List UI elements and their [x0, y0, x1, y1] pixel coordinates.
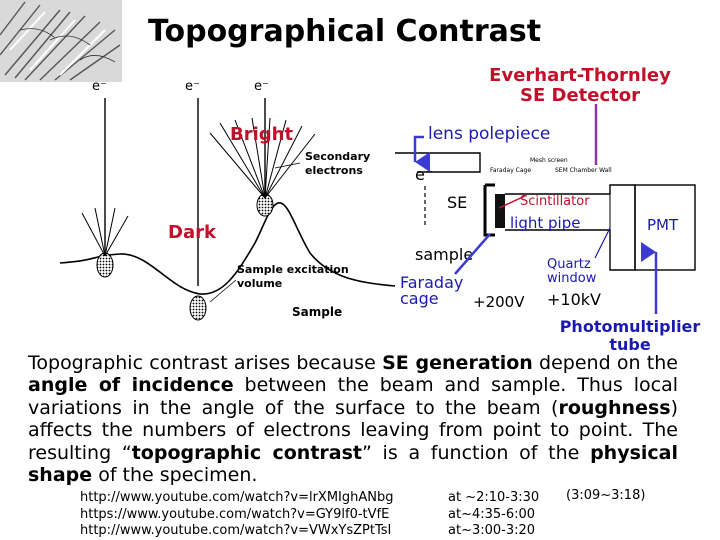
photomultiplier-line2: tube: [609, 335, 651, 354]
quartz-pointer: [594, 227, 611, 259]
mesh-screen-label: Mesh screen: [530, 157, 568, 164]
pmt-label: PMT: [647, 216, 679, 234]
detector-name: Everhart-Thornley SE Detector: [460, 66, 700, 106]
light-pipe-label: light pipe: [510, 214, 580, 232]
quartz-window-line1: Quartz: [547, 257, 591, 272]
detector-name-line2: SE Detector: [519, 85, 640, 106]
paragraph-text-2: depend on the: [532, 352, 678, 374]
video-link-2[interactable]: https://www.youtube.com/watch?v=GY9lf0-t…: [80, 507, 390, 522]
polepiece-outline: [395, 152, 481, 173]
video-time-2: at~4:35-6:00: [448, 507, 536, 522]
scintillator-label: Scintillator: [520, 194, 590, 209]
video-time-1: at ~2:10-3:30: [448, 490, 540, 505]
secondary-electrons-line1: Secondary: [305, 150, 370, 163]
paragraph-bold-5: physical shape: [28, 441, 679, 487]
paragraph-text-3: between the beam and sample. Thus local …: [28, 374, 678, 419]
quartz-window-line2: window: [547, 271, 597, 286]
beam-label-3: e⁻: [254, 79, 269, 94]
paragraph-text-6: of the specimen.: [92, 464, 258, 487]
scintillator: [495, 194, 505, 228]
excitation-volume-1: [96, 252, 114, 278]
video-link-1[interactable]: http://www.youtube.com/watch?v=lrXMIghAN…: [80, 490, 394, 505]
sem-logo-image: [0, 0, 122, 82]
faraday-cage-small-label: Faraday Cage: [490, 167, 531, 174]
paragraph-text-4: ) affects the numbers of electrons leavi…: [28, 396, 678, 464]
paragraph-text-5: ” is a function of the: [362, 441, 591, 464]
sample-label: Sample: [292, 305, 342, 319]
bright-label: Bright: [230, 124, 294, 145]
photomultiplier-line1: Photomultiplier: [559, 317, 701, 336]
secondary-electrons-line2: electrons: [305, 164, 363, 177]
topography-figure: e⁻ e⁻ e⁻ Secondary electrons Sample exci…: [60, 79, 395, 321]
video-time-3: at~3:00-3:20: [448, 523, 536, 538]
detector-name-line1: Everhart-Thornley: [489, 65, 671, 86]
electron-label: e⁻: [415, 165, 433, 184]
faraday-cage-line1: Faraday: [400, 273, 463, 292]
faraday-cage-line2: cage: [400, 289, 439, 308]
se-label: SE: [447, 193, 467, 212]
photomultiplier-label: Photomultiplier tube: [550, 318, 710, 354]
chamber-wall-label: SEM Chamber Wall: [555, 167, 612, 174]
paragraph-bold-2: angle of incidence: [28, 374, 234, 397]
beam-label-1: e⁻: [92, 79, 107, 94]
lens-polepiece-label: lens polepiece: [428, 124, 551, 144]
pmt-box: [634, 184, 696, 271]
faraday-cage-outline: [483, 183, 495, 237]
scintillator-voltage-label: +10kV: [547, 290, 601, 309]
faraday-voltage-label: +200V: [473, 293, 525, 311]
detector-diagram: Mesh screen Faraday Cage SEM Chamber Wal…: [395, 152, 696, 311]
excitation-volume-line1: Sample excitation: [237, 263, 349, 276]
paragraph-text-1: Topographic contrast arises because: [28, 352, 383, 374]
dark-label: Dark: [168, 222, 216, 243]
description-paragraph: Topographic contrast arises because SE g…: [28, 352, 678, 486]
beam-label-2: e⁻: [185, 79, 200, 94]
paragraph-bold-3: roughness: [558, 396, 671, 419]
scintillator-pointer: [498, 195, 526, 209]
sample-surface: [60, 202, 395, 295]
excitation-volume-line2: volume: [237, 277, 282, 290]
sample-small-label: sample: [415, 245, 473, 264]
page-title: Topographical Contrast: [148, 14, 542, 49]
video-link-3[interactable]: http://www.youtube.com/watch?v=VWxYsZPtT…: [80, 523, 392, 538]
faraday-pointer: [454, 233, 491, 275]
video-extra-time: (3:09~3:18): [566, 488, 646, 503]
paragraph-bold-1: SE generation: [382, 352, 533, 374]
excitation-volume-2: [189, 295, 207, 321]
paragraph-bold-4: topographic contrast: [131, 441, 362, 464]
